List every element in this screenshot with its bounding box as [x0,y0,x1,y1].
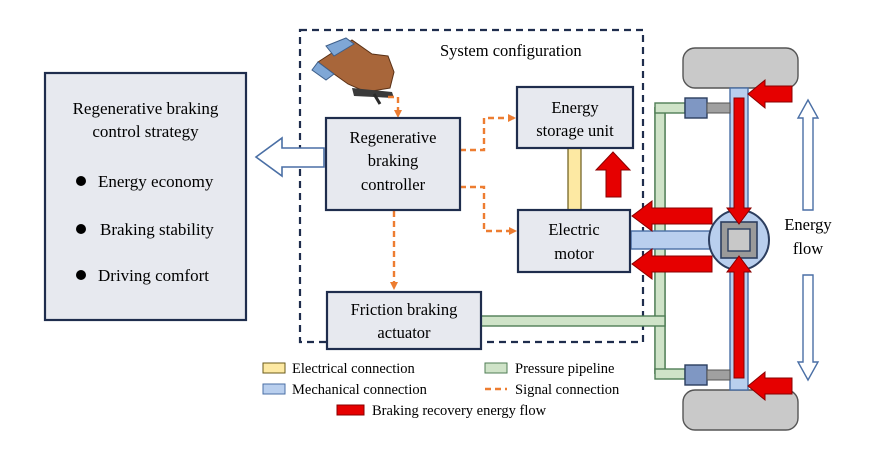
energy-flow-label-line1: Energy [784,215,832,234]
bullet-icon [76,224,86,234]
legend-electrical-swatch [262,362,286,374]
legend-electrical-label: Electrical connection [292,361,416,377]
strategy-title-line2: control strategy [92,122,199,141]
legend-signal-label: Signal connection [515,382,620,398]
storage-energy-arrow [594,151,632,198]
strategy-title-line1: Regenerative braking [73,99,219,118]
legend-mechanical-label: Mechanical connection [292,382,428,398]
controller-box [324,116,462,212]
friction-line2: actuator [377,323,431,342]
friction-line1: Friction braking [351,300,458,319]
legend-pressure-label: Pressure pipeline [515,361,614,377]
strategy-item-braking-stability: Braking stability [100,220,214,239]
bullet-icon [76,270,86,280]
energy-flow-down-arrow [796,274,820,382]
differential-icon [708,209,770,271]
strategy-item-driving-comfort: Driving comfort [98,266,209,285]
controller-line2: braking [368,151,418,170]
strategy-item-energy-economy: Energy economy [98,172,214,191]
energy-flow-label-line2: flow [793,239,823,258]
storage-line1: Energy [551,98,599,117]
axle-energy-arrows [726,97,752,379]
legend-recovery-label: Braking recovery energy flow [372,403,547,419]
legend-pressure-swatch [484,362,508,374]
bullet-icon [76,176,86,186]
motor-energy-arrows [631,200,713,280]
system-configuration-title: System configuration [440,41,582,60]
system-configuration-border [298,28,645,344]
motor-line1: Electric [548,220,599,239]
top-brake-caliper-icon [684,97,731,119]
hollow-left-arrow [254,136,325,178]
legend-mechanical-swatch [262,383,286,395]
controller-line1: Regenerative [349,128,436,147]
brake-pedal-icon [311,37,395,105]
top-wheel-icon [682,47,799,89]
legend-recovery-swatch [336,404,365,416]
motor-line2: motor [554,244,594,263]
motor-shaft [630,230,715,250]
energy-flow-up-arrow [796,98,820,211]
control-strategy-panel [43,71,248,322]
energy-storage-box [515,85,635,150]
friction-actuator-box [325,290,483,351]
signal-connections [388,95,517,290]
bottom-brake-caliper-icon [684,364,731,386]
controller-line3: controller [361,175,426,194]
electrical-connection [567,147,582,211]
bottom-wheel-icon [682,389,799,431]
legend: Electrical connection Pressure pipeline … [262,361,620,419]
wheel-energy-arrows [747,78,793,402]
electric-motor-box [516,208,632,274]
storage-line2: storage unit [536,121,614,140]
